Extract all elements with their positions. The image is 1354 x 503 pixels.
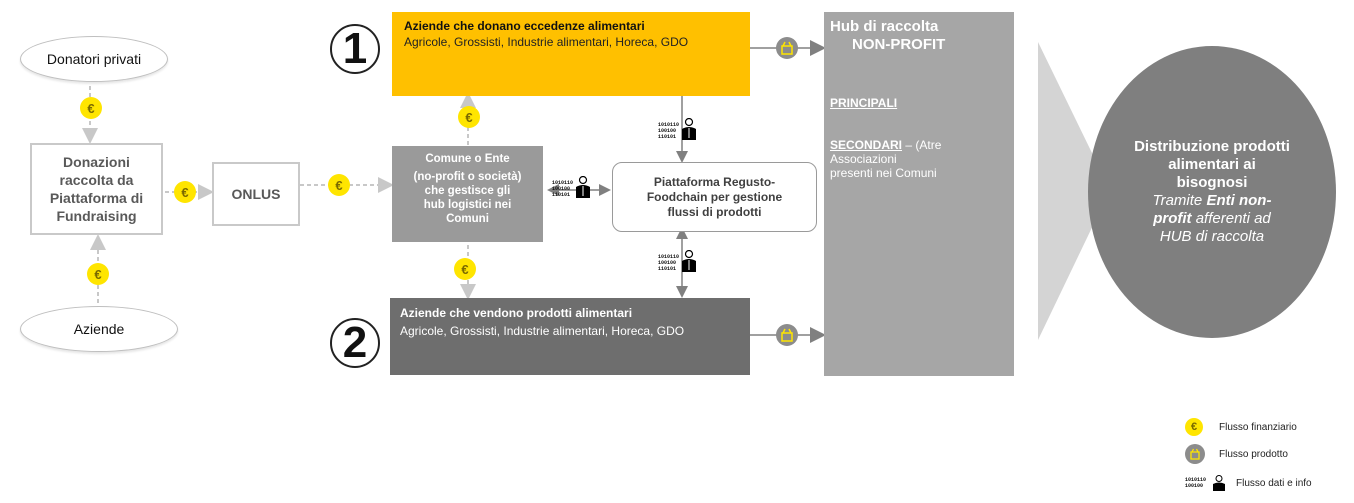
onlus-label: ONLUS <box>231 186 281 202</box>
box2-subtitle: Agricole, Grossisti, Industrie alimentar… <box>400 324 685 338</box>
donazioni-line: Piattaforma di <box>49 190 144 206</box>
donatori-label: Donatori privati <box>46 51 142 67</box>
donazioni-line: raccolta da <box>59 172 134 188</box>
euro-icon: € <box>458 106 480 128</box>
euro-icon: € <box>87 263 109 285</box>
piattaforma-line: Piattaforma Regusto- <box>653 174 776 189</box>
legend-financial: € Flusso finanziario <box>1185 416 1345 438</box>
euro-icon: € <box>174 181 196 203</box>
hub-secondari: SECONDARI – (Atre Associazioni presenti … <box>830 138 942 180</box>
comune-line: Comuni <box>446 213 489 225</box>
donazioni-line: Fundraising <box>56 208 137 224</box>
legend-product: Flusso prodotto <box>1185 438 1345 470</box>
euro-icon: € <box>80 97 102 119</box>
hub-box: Hub di raccolta NON-PROFIT PRINCIPALI SE… <box>824 12 1014 376</box>
distribuzione-circle: Distribuzione prodotti alimentari ai bis… <box>1088 46 1336 338</box>
person-icon <box>682 250 697 272</box>
person-icon <box>576 176 591 198</box>
hub-principali: PRINCIPALI <box>830 96 898 110</box>
legend: € Flusso finanziario Flusso prodotto 101… <box>1185 416 1345 500</box>
aziende-label: Aziende <box>73 321 125 337</box>
piattaforma-line: Foodchain per gestione <box>646 189 783 204</box>
box1-subtitle: Agricole, Grossisti, Industrie alimentar… <box>404 35 689 49</box>
distribuzione-line: bisognosi <box>1176 174 1248 191</box>
aziende-vendono-box: Aziende che vendono prodotti alimentari … <box>390 298 750 375</box>
hub-title: Hub di raccolta NON-PROFIT <box>830 18 946 53</box>
euro-icon: € <box>1185 418 1203 436</box>
onlus-box: ONLUS <box>212 162 300 226</box>
distribuzione-line: Distribuzione prodotti <box>1134 138 1290 155</box>
distribuzione-last: HUB di raccolta <box>1159 228 1265 245</box>
comune-title: Comune o Ente <box>425 153 510 165</box>
number-1-badge: 1 <box>330 24 380 74</box>
distribuzione-profit: profit afferenti ad <box>1153 210 1271 227</box>
package-icon <box>776 324 798 346</box>
donatori-ellipse: Donatori privati <box>20 36 168 82</box>
comune-box: Comune o Ente (no-profit o società) che … <box>392 146 543 242</box>
donazioni-line: Donazioni <box>63 154 130 170</box>
euro-icon: € <box>328 174 350 196</box>
comune-line: (no-profit o società) <box>413 171 522 183</box>
big-arrow-shape <box>1038 42 1110 340</box>
box2-title: Aziende che vendono prodotti alimentari <box>400 306 633 320</box>
number-2-badge: 2 <box>330 318 380 368</box>
aziende-ellipse: Aziende <box>20 306 178 352</box>
package-icon <box>776 37 798 59</box>
box1-title: Aziende che donano eccedenze alimentari <box>404 19 645 33</box>
person-icon <box>682 118 697 140</box>
distribuzione-tramite: Tramite Enti non- <box>1152 192 1272 209</box>
package-icon <box>1185 444 1205 464</box>
distribuzione-line: alimentari ai <box>1168 156 1256 173</box>
person-icon <box>1213 475 1226 491</box>
comune-line: hub logistici nei <box>423 199 512 211</box>
euro-icon: € <box>454 258 476 280</box>
piattaforma-line: flussi di prodotti <box>667 204 762 219</box>
piattaforma-box: Piattaforma Regusto- Foodchain per gesti… <box>612 162 817 232</box>
comune-line: che gestisce gli <box>424 185 511 197</box>
donazioni-box: Donazioni raccolta da Piattaforma di Fun… <box>30 143 163 235</box>
aziende-donano-box: Aziende che donano eccedenze alimentari … <box>392 12 750 96</box>
